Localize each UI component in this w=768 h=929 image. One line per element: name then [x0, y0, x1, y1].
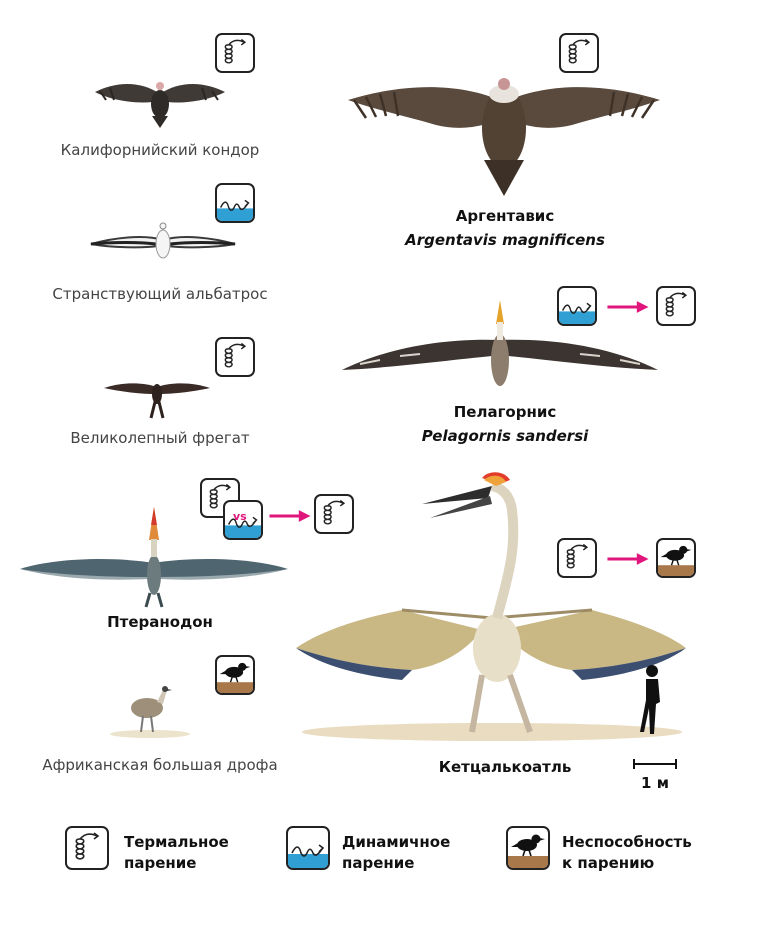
- condor-label: Калифорнийский кондор: [60, 141, 260, 159]
- legend-flightless-icon: [506, 826, 550, 870]
- thermal-soaring-icon: [314, 494, 354, 534]
- dynamic-soaring-icon: [557, 286, 597, 326]
- albatross-illustration: [90, 222, 236, 259]
- flightless-icon: [215, 655, 255, 695]
- argentavis-latin-label: Argentavis magnificens: [405, 231, 605, 249]
- bustard-illustration: [110, 686, 190, 738]
- legend-flightless-label: Неспособность к парению: [562, 833, 692, 872]
- legend-dynamic-label: Динамичное парение: [342, 833, 451, 872]
- albatross-label: Странствующий альбатрос: [52, 285, 268, 303]
- vs-label: vs: [233, 510, 247, 523]
- condor-illustration: [95, 82, 225, 128]
- frigate-label: Великолепный фрегат: [70, 429, 250, 447]
- legend-thermal-label: Термальное парение: [124, 833, 229, 872]
- scale-label: 1 м: [641, 774, 669, 792]
- pelagornis-latin-label: Pelagornis sandersi: [421, 427, 589, 445]
- thermal-soaring-icon: [200, 478, 240, 518]
- quetzalcoatlus-illustration: [296, 472, 686, 741]
- thermal-soaring-icon: [559, 33, 599, 73]
- thermal-soaring-icon: [656, 286, 696, 326]
- arrow-icon: [606, 298, 650, 316]
- dynamic-soaring-icon: [215, 183, 255, 223]
- dynamic-soaring-icon: [223, 500, 263, 540]
- pteranodon-label: Птеранодон: [107, 613, 213, 631]
- thermal-soaring-icon: [215, 337, 255, 377]
- pteranodon-illustration: [20, 507, 288, 608]
- quetzalcoatlus-label: Кетцалькоатль: [438, 758, 572, 776]
- human-silhouette-icon: [640, 665, 660, 734]
- scale-bar: [633, 759, 677, 769]
- frigate-illustration: [104, 383, 210, 419]
- argentavis-illustration: [348, 78, 660, 196]
- pelagornis-label: Пелагорнис: [453, 403, 557, 421]
- thermal-soaring-icon: [557, 538, 597, 578]
- arrow-icon: [606, 550, 650, 568]
- legend-thermal-icon: [65, 826, 109, 870]
- legend-dynamic-icon: [286, 826, 330, 870]
- pelagornis-illustration: [342, 300, 658, 386]
- thermal-soaring-icon: [215, 33, 255, 73]
- bustard-label: Африканская большая дрофа: [42, 756, 278, 774]
- flightless-icon: [656, 538, 696, 578]
- argentavis-label: Аргентавис: [455, 207, 555, 225]
